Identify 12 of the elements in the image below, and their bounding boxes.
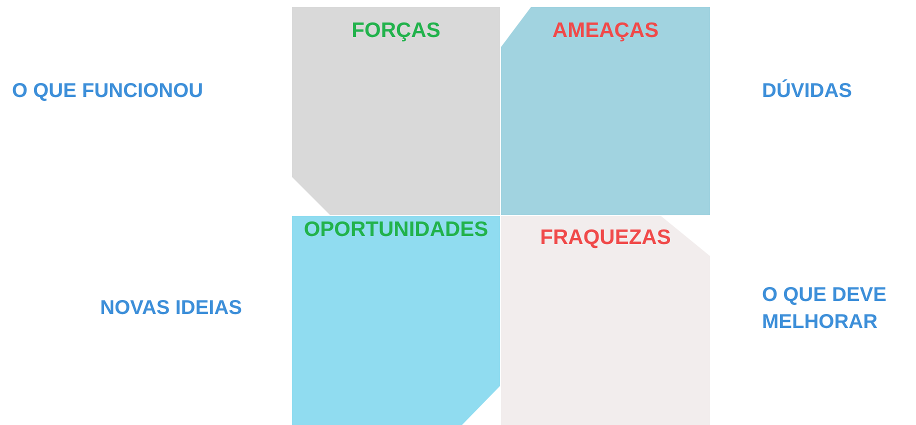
quadrant-title: FRAQUEZAS [539,226,672,250]
side-label: O QUE FUNCIONOU [12,79,204,104]
side-label: O QUE DEVE MELHORAR [762,283,888,335]
quadrant-title: AMEAÇAS [551,19,660,43]
side-label: NOVAS IDEIAS [99,296,242,321]
quadrant-panel [292,7,500,215]
quadrant-panel [501,216,710,425]
side-label: DÚVIDAS [762,78,854,104]
quadrant-title: FORÇAS [350,19,442,43]
quadrant-panel [292,216,500,425]
quadrant-title: OPORTUNIDADES [302,218,490,242]
quadrant-panel [501,7,710,215]
